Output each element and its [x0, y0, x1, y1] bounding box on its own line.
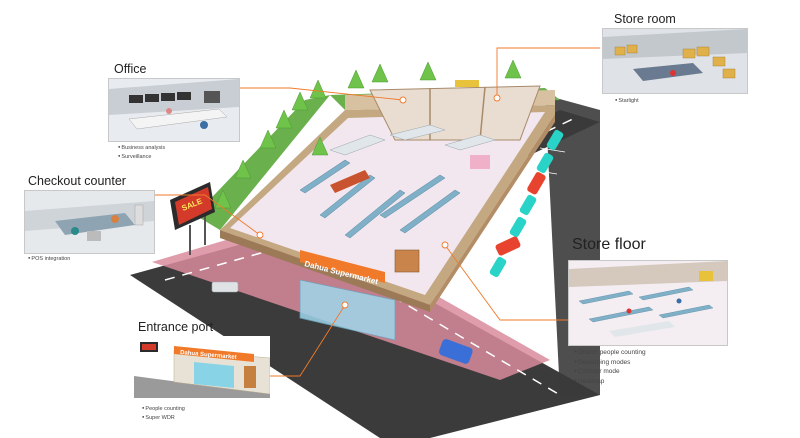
store-floor-features: District people counting Dewarping modes… — [574, 348, 646, 386]
store-floor-feature: Dewarping modes — [574, 358, 646, 368]
trees — [214, 59, 522, 209]
entrance-feature: Super WDR — [142, 413, 185, 422]
store-floor-feature: Heatmap — [574, 377, 646, 387]
office-feature: Surveillance — [118, 152, 165, 161]
entrance-features: People counting Super WDR — [142, 404, 185, 422]
sale-billboard: SALE — [170, 182, 215, 255]
store-floor-thumbnail — [568, 260, 728, 346]
store-room-thumbnail — [602, 28, 748, 94]
entrance-title: Entrance port — [138, 320, 214, 334]
store-floor-feature: Corridor mode — [574, 367, 646, 377]
checkout-title: Checkout counter — [28, 174, 126, 188]
entrance-feature: People counting — [142, 404, 184, 413]
callout-checkout: Checkout counter — [28, 174, 126, 188]
store-floor-feature: District people counting — [574, 348, 646, 358]
store-room-features: Starlight — [615, 96, 638, 105]
office-feature: Business analysis — [118, 143, 165, 152]
entrance-sign-text: Dahua Supermarket — [180, 350, 237, 361]
callout-entrance: Entrance port — [138, 320, 213, 334]
callout-connectors — [153, 47, 600, 377]
entrance-thumbnail: Dahua Supermarket — [134, 336, 270, 398]
callout-office: Office — [114, 62, 146, 76]
store-floor-title: Store floor — [572, 236, 646, 253]
checkout-features: POS integration — [28, 254, 70, 263]
office-title: Office — [114, 62, 147, 76]
parking-lot — [211, 129, 566, 364]
checkout-thumbnail — [24, 190, 155, 254]
callout-store-room: Store room — [614, 12, 676, 26]
store-room-title: Store room — [614, 12, 676, 26]
office-thumbnail — [108, 78, 240, 142]
store-room-feature: Starlight — [615, 96, 638, 105]
callout-store-floor: Store floor — [572, 236, 646, 254]
checkout-feature: POS integration — [28, 254, 70, 263]
office-features: Business analysis Surveillance — [118, 143, 165, 161]
